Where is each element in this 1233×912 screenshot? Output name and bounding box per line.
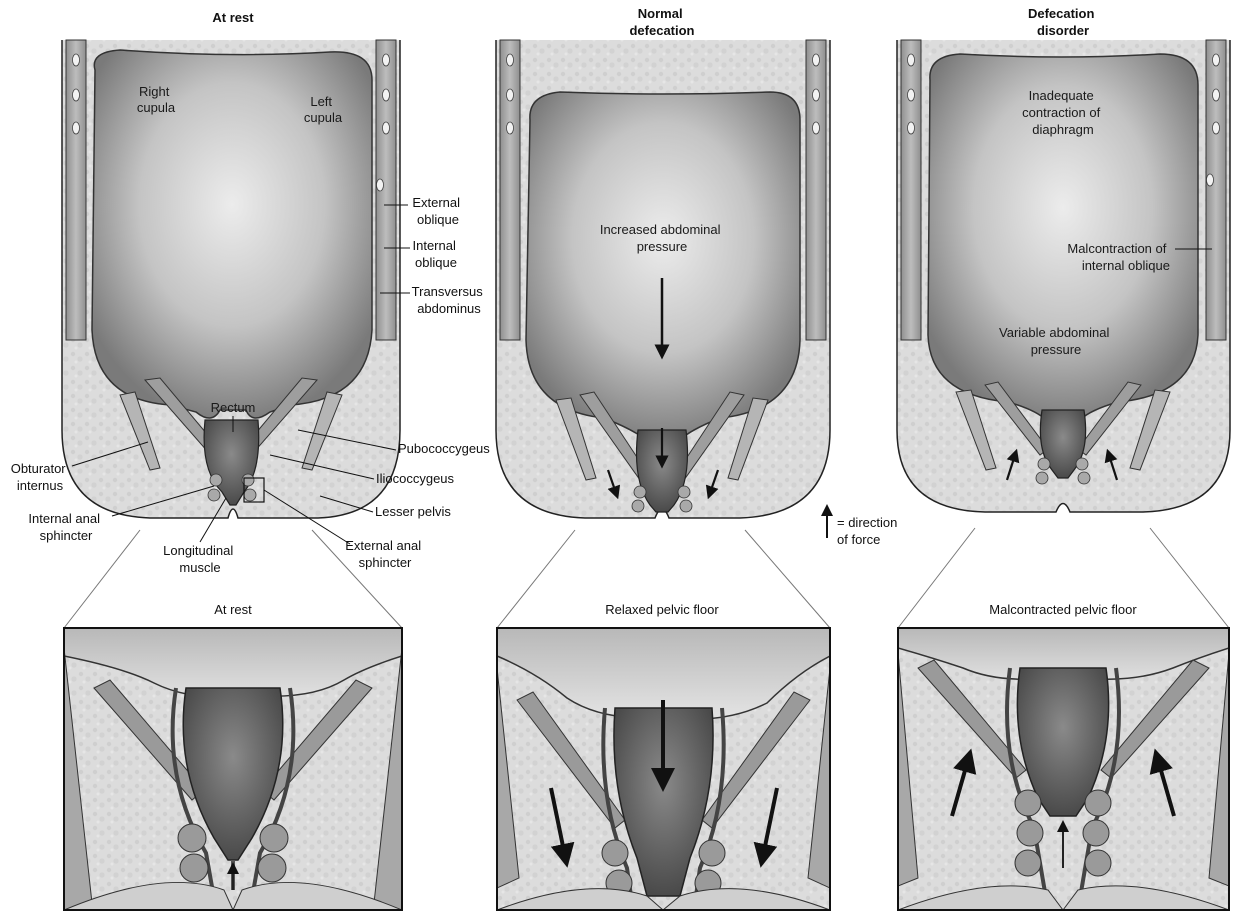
- label-internal-anal: Internal anal sphincter: [28, 511, 103, 543]
- label-transversus: Transversus abdominus: [412, 284, 487, 316]
- panel-title-normal: Normal defecation: [629, 6, 694, 38]
- label-external-oblique: External oblique: [412, 195, 463, 227]
- inset-at-rest: [64, 628, 402, 910]
- label-obturator: Obturator internus: [11, 461, 70, 493]
- inset-relaxed-pelvic-floor: [497, 628, 830, 910]
- label-internal-oblique: Internal oblique: [413, 238, 460, 270]
- inset-title-relaxed: Relaxed pelvic floor: [605, 602, 719, 617]
- panel-title-at-rest: At rest: [212, 10, 254, 25]
- label-iliococcygeus: Iliococcygeus: [376, 471, 455, 486]
- zoom-line-right: [745, 530, 830, 628]
- label-longitudinal: Longitudinal muscle: [163, 543, 237, 575]
- right-wall-muscle: [1206, 40, 1226, 340]
- left-wall-muscle: [66, 40, 86, 340]
- panel-defecation-disorder: Defecation disorder Inadequate contracti…: [897, 6, 1230, 628]
- left-wall-muscle: [901, 40, 921, 340]
- inset-title-at-rest: At rest: [214, 602, 252, 617]
- abdominal-cavity: [526, 92, 800, 440]
- panel-title-disorder: Defecation disorder: [1028, 6, 1098, 38]
- right-wall-muscle: [806, 40, 826, 340]
- label-rectum: Rectum: [211, 400, 256, 415]
- panel-at-rest: At rest Right cupula Left cupula: [11, 10, 491, 628]
- left-wall-muscle: [500, 40, 520, 340]
- zoom-line-left: [898, 528, 975, 628]
- legend-text: = direction of force: [837, 515, 901, 547]
- zoom-line-right: [1150, 528, 1229, 628]
- inset-malcontracted-pelvic-floor: [898, 628, 1229, 910]
- label-pubococcygeus: Pubococcygeus: [398, 441, 490, 456]
- label-right-cupula: Right cupula: [137, 84, 176, 115]
- label-lesser-pelvis: Lesser pelvis: [375, 504, 451, 519]
- legend: = direction of force: [827, 510, 901, 547]
- panel-normal-defecation: Normal defecation Increased abdominal pr…: [496, 6, 830, 628]
- zoom-line-left: [64, 530, 140, 628]
- label-diaphragm: Inadequate contraction of diaphragm: [1022, 88, 1104, 137]
- inset-title-malcontracted: Malcontracted pelvic floor: [989, 602, 1137, 617]
- zoom-line-left: [497, 530, 575, 628]
- label-external-anal: External anal sphincter: [345, 538, 425, 570]
